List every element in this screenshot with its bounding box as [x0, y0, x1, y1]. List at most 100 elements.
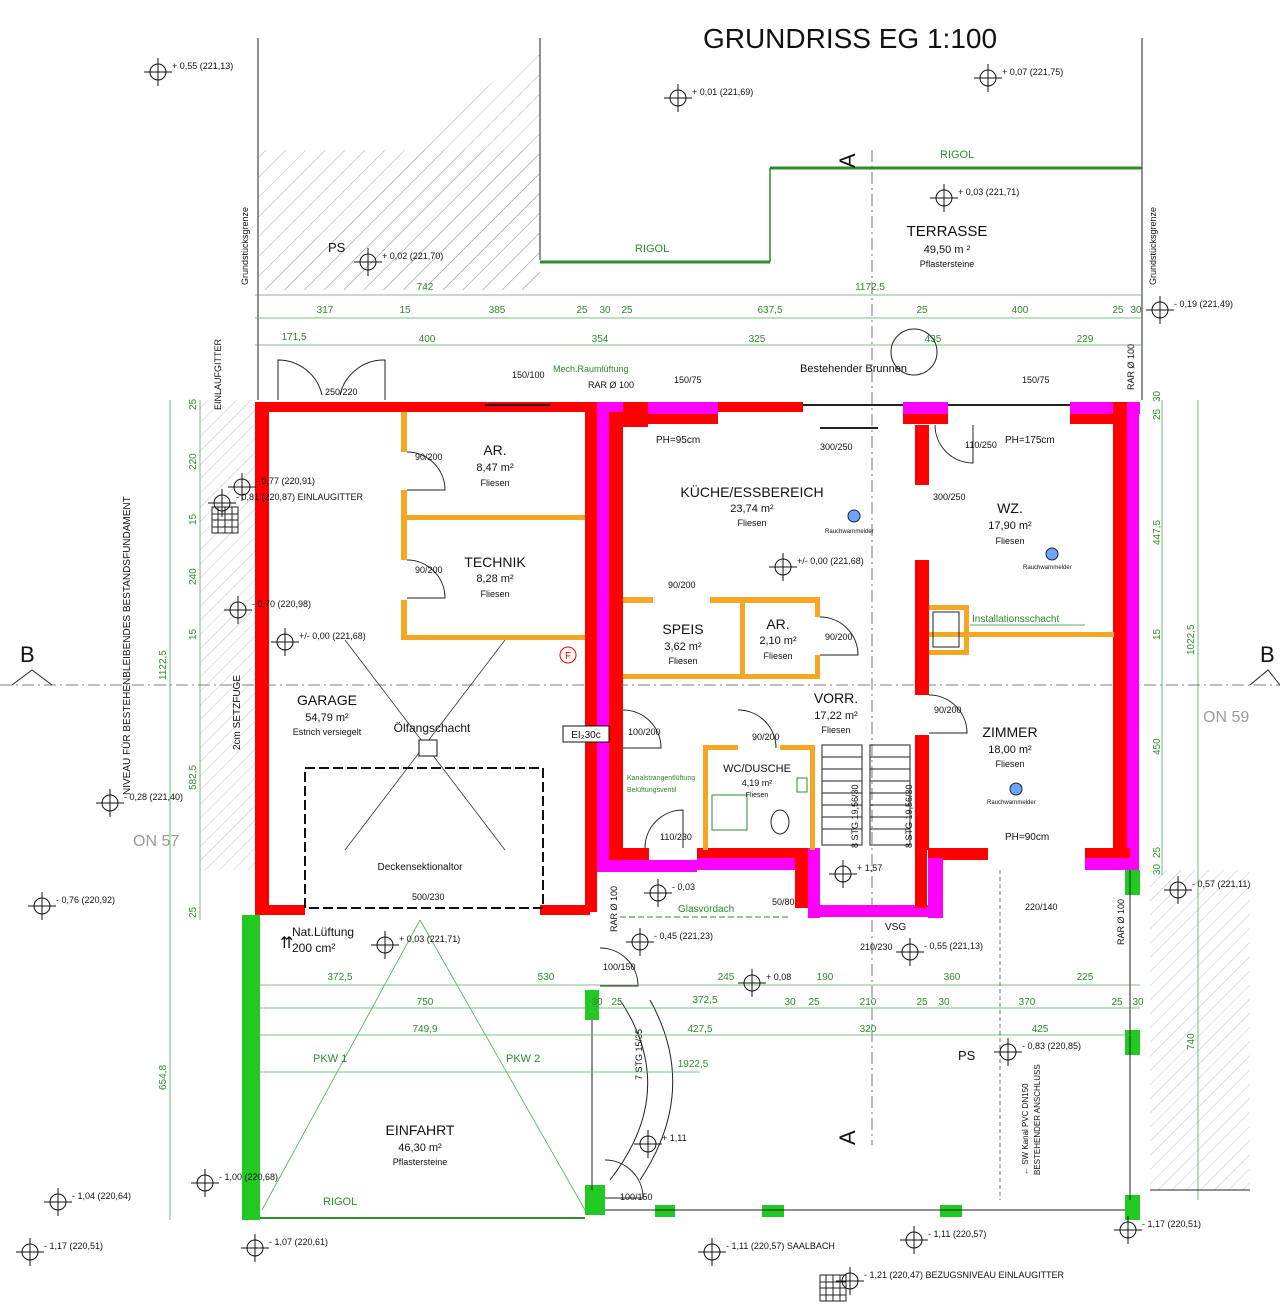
level-marker: + 0,01 (221,69): [664, 84, 753, 112]
level-marker: - 0,57 (221,11): [1164, 876, 1250, 904]
niveau-label: NIVEAU FÜR BESTEHENBLEIBENDES BESTANDSFU…: [121, 496, 133, 795]
house-bottom-mag5: [928, 858, 943, 918]
room-speis: SPEIS 3,62 m² Fliesen: [662, 621, 703, 666]
dim-t3-0: 171,5: [281, 332, 306, 343]
level-marker: + 0,55 (221,13): [144, 58, 233, 86]
level-label: - 0,45 (221,23): [654, 931, 713, 941]
ps2-label: PS: [958, 1048, 976, 1063]
speis-floor: Fliesen: [668, 656, 697, 666]
level-marker: - 0,55 (221,13): [896, 938, 983, 966]
house-top-mag2: [648, 402, 718, 414]
grate-icon-2: [819, 1274, 847, 1302]
level-label: +/- 0,00 (221,68): [299, 631, 366, 641]
speis-name: SPEIS: [662, 621, 703, 637]
opening-16: 100/150: [603, 962, 636, 972]
rar-right2-label: RAR Ø 100: [1116, 899, 1126, 945]
house-bottom-red5: [928, 848, 988, 860]
on59-label: ON 59: [1203, 709, 1249, 726]
opening-1: 90/200: [415, 565, 443, 575]
level-marker: - 0,03: [644, 879, 695, 907]
level-marker: + 1,11: [634, 1130, 687, 1158]
garage-floor: Estrich versiegelt: [293, 727, 362, 737]
level-label: + 0,07 (221,75): [1002, 67, 1063, 77]
technik-name: TECHNIK: [464, 554, 526, 570]
opening-dims: 90/200 90/200 90/200 90/200 90/200 100/2…: [325, 370, 1058, 1202]
install-shaft-box: [932, 611, 960, 648]
installationsschacht-label: Installationsschacht: [972, 614, 1059, 625]
room-vorr: VORR. 17,22 m² Fliesen: [814, 690, 858, 735]
level-label: - 1,21 (220,47) BEZUGSNIVEAU EINLAUGITTE…: [864, 1270, 1065, 1280]
dim-b1-1: 530: [538, 972, 555, 983]
garage-wall-bottom-right: [540, 905, 590, 915]
dim-t3-1: 400: [419, 334, 436, 345]
grund-left-label: Grundstücksgrenze: [240, 207, 250, 285]
house-top-red4: [903, 414, 948, 424]
smoke-detector-3: Rauchwarnmelder: [987, 782, 1036, 806]
dim-b2-11: 30: [1132, 997, 1144, 1008]
grate-icon-1: [211, 506, 239, 534]
room-einfahrt: EINFAHRT 46,30 m² Pflastersteine: [386, 1122, 455, 1167]
level-marker: - 1,00 (220,68): [191, 1169, 278, 1197]
vent-icon: [796, 777, 808, 793]
garage-name: GARAGE: [297, 692, 357, 708]
dim-r-6: 25: [1152, 846, 1163, 858]
level-marker: - 0,70 (220,98): [224, 596, 311, 624]
rar-right-label: RAR Ø 100: [1126, 344, 1136, 390]
house-bottom-mag4: [808, 905, 928, 917]
ph95-label: PH=95cm: [656, 435, 700, 446]
garage-wall-top: [255, 402, 585, 412]
level-label: - 1,00 (220,68): [219, 1172, 278, 1182]
stairs-inner: [821, 744, 911, 846]
opening-18: 50/80: [772, 897, 795, 907]
garage-door-swing-2: [339, 359, 386, 400]
dim-b2-7: 25: [916, 997, 928, 1008]
oelfang-square: [418, 739, 438, 757]
bestehender-anschluss-label: BESTEHENDER ANSCHLUSS: [1033, 1064, 1042, 1175]
zimmer-floor: Fliesen: [995, 759, 1024, 769]
vsg-label: VSG: [885, 922, 906, 933]
rar-top-label: RAR Ø 100: [588, 380, 634, 390]
inner-wall-red-vert3: [915, 735, 929, 850]
dims-bottom: 372,5 530 245 190 360 225 750 30 25 372,…: [250, 972, 1144, 1073]
dim-l-8: 654,8: [158, 1065, 169, 1090]
dim-b2-8: 30: [938, 997, 950, 1008]
opening-17: 100/150: [620, 1192, 653, 1202]
pkw-line-2: [419, 919, 586, 1211]
level-label: - 1,17 (220,51): [44, 1241, 103, 1251]
level-label: - 0,57 (221,11): [1192, 879, 1250, 889]
garage-wall-right: [585, 402, 597, 912]
level-marker: - 0,77 (220,91): [228, 473, 315, 501]
dim-742: 742: [417, 282, 434, 293]
stairs-outer-curve2: [609, 999, 649, 1181]
ar2-floor: Fliesen: [763, 651, 792, 661]
technik-area: 8,28 m²: [476, 573, 514, 585]
dim-t2-5: 25: [621, 305, 633, 316]
dim-l-6: 25: [188, 906, 199, 918]
toilet-icon: [770, 809, 790, 835]
ei30c-box: [562, 725, 610, 743]
kueche-floor: Fliesen: [737, 518, 766, 528]
vorr-name: VORR.: [814, 690, 858, 706]
belueftung-label: Belüftungsventil: [627, 787, 677, 794]
house-bottom-red4: [915, 848, 927, 908]
dim-b2-9: 370: [1019, 997, 1036, 1008]
dim-t2-1: 15: [399, 305, 411, 316]
level-marker: + 0,03 (221,71): [371, 931, 460, 959]
opening-19: 210/230: [860, 942, 893, 952]
ar2-name: AR.: [766, 616, 789, 632]
level-label: - 0,76 (220,92): [56, 895, 115, 905]
level-marker: - 1,17 (220,51): [16, 1238, 103, 1266]
dim-r-7: 30: [1152, 863, 1163, 875]
section-b-left: B: [20, 642, 35, 667]
level-marker: + 0,02 (221,70): [354, 248, 443, 276]
inner-wall-red-vert2: [915, 425, 929, 485]
sw-kanal-label: ← SW Kanal PVC DN150: [1021, 1083, 1030, 1175]
house-top-red3: [718, 402, 803, 412]
shower-tray: [711, 794, 748, 831]
dim-t3-3: 325: [749, 334, 766, 345]
garage-door-outline: [304, 767, 544, 909]
level-label: - 1,07 (220,61): [269, 1237, 328, 1247]
opening-15: 500/230: [412, 892, 445, 902]
dim-b3-0: 749,9: [412, 1024, 437, 1035]
level-marker: + 0,03 (221,71): [930, 184, 1019, 212]
